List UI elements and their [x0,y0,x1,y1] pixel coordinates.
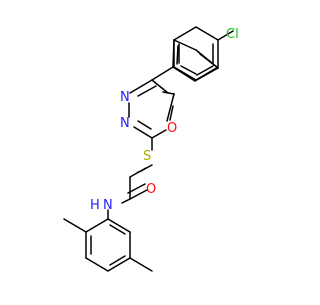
atom-label-nh-h: H [90,198,100,213]
structure-diagram: Cl N N O S O N H [63,26,239,272]
bond [151,66,174,81]
atom-label-n2: N [120,116,130,131]
bond [63,218,87,233]
bond [195,26,219,41]
bond [151,129,167,139]
bond [137,120,152,130]
molecule-canvas: Cl N N O S O N H [63,26,239,272]
bond [129,167,147,178]
bond [217,30,234,41]
bond [129,79,153,94]
bond [129,257,153,272]
bond [195,66,219,81]
bond [107,257,131,272]
bond [196,65,214,76]
bond [173,66,197,81]
bond [107,218,131,233]
bond [127,183,146,194]
bond [176,45,179,65]
atom-label-s: S [143,149,151,164]
bond [137,85,157,97]
bond [85,257,109,272]
bond [121,198,131,204]
dimethylphenyl-ring [63,218,153,272]
bond [109,224,126,235]
bond [151,79,169,94]
bond [133,126,153,139]
bond [166,93,175,122]
atom-label-o-carbonyl: O [146,182,156,197]
oxadiazole-ring [128,79,175,151]
atom-label-o-ring: O [167,121,177,136]
bond [129,189,148,200]
bond [169,105,174,121]
bond [109,255,126,266]
atom-label-n1: N [120,90,130,105]
bond [173,26,197,41]
bond [173,39,197,51]
atom-label-cl: Cl [226,27,239,42]
bond [180,65,197,75]
atom-label-nh-n: N [103,198,113,213]
bond [199,53,214,65]
bond [85,218,109,233]
benzene-ring-top [173,26,234,81]
